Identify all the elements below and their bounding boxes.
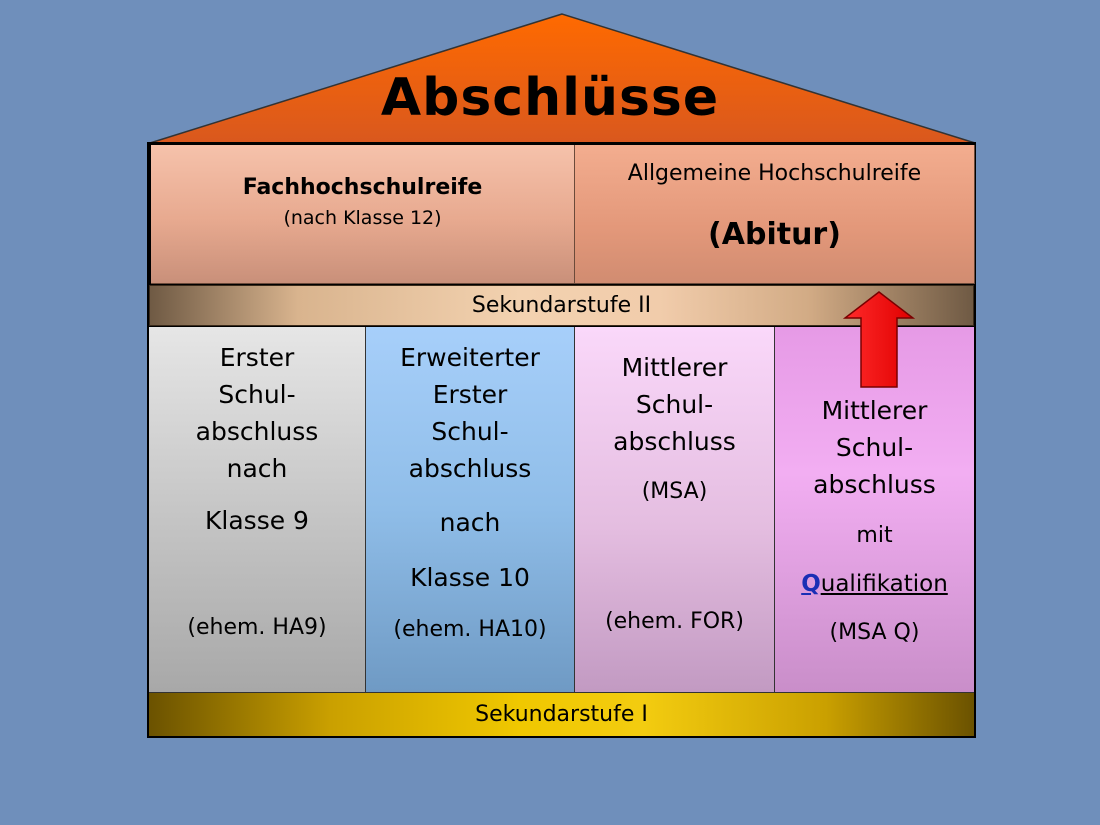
column-3-line: abschluss [613, 427, 736, 456]
column-1-klasse: Klasse 9 [205, 506, 309, 535]
page-title: Abschlüsse [380, 68, 720, 128]
column-4-abbr: (MSA Q) [829, 620, 920, 645]
column-3-former: (ehem. FOR) [605, 609, 744, 634]
column-2-line: Erster [432, 380, 508, 409]
column-3-line: Mittlerer [621, 353, 728, 382]
column-1-former: (ehem. HA9) [187, 615, 327, 640]
qualifikation-q-letter: Q [801, 571, 821, 597]
column-3-abbr: (MSA) [641, 479, 708, 504]
column-2-line: abschluss [408, 454, 532, 483]
column-4-line: Mittlerer [821, 396, 928, 425]
up-arrow-icon [843, 291, 915, 388]
column-1-line: abschluss [195, 417, 319, 446]
column-4-line: abschluss [813, 470, 936, 499]
hochschulreife-cell: Allgemeine Hochschulreife (Abitur) [575, 145, 975, 284]
qualifikation-rest: ualifikation [820, 571, 948, 597]
abitur-label: (Abitur) [708, 217, 841, 252]
column-2-line: Erweiterter [400, 343, 540, 372]
column-4-qualifikation: Qualifikation [775, 571, 974, 597]
column-1-line: nach [226, 454, 288, 483]
column-erweiterter-erster-schulabschluss: Erweiterter Erster Schul- abschluss nach… [366, 327, 575, 692]
column-mittlerer-schulabschluss-qualifikation: Mittlerer Schul- abschluss mit Qualifika… [775, 327, 974, 692]
column-mittlerer-schulabschluss: Mittlerer Schul- abschluss (MSA) (ehem. … [575, 327, 775, 692]
fachhochschulreife-title: Fachhochschulreife [242, 175, 483, 200]
column-3-line: Schul- [635, 390, 714, 419]
column-erster-schulabschluss: Erster Schul- abschluss nach Klasse 9 (e… [149, 327, 366, 692]
column-4-line: Schul- [835, 433, 914, 462]
column-1-line: Schul- [218, 380, 296, 409]
column-2-nach: nach [439, 508, 501, 537]
sekundarstufe-i-band: Sekundarstufe I [149, 692, 974, 736]
column-4-mit: mit [856, 523, 893, 548]
fachhochschulreife-cell: Fachhochschulreife (nach Klasse 12) [151, 145, 575, 284]
hochschulreife-title: Allgemeine Hochschulreife [627, 161, 922, 186]
column-2-former: (ehem. HA10) [393, 617, 547, 642]
column-2-klasse: Klasse 10 [410, 563, 530, 592]
column-2-line: Schul- [431, 417, 509, 446]
fachhochschulreife-subtitle: (nach Klasse 12) [283, 207, 442, 229]
sekundarstufe-ii-band: Sekundarstufe II [149, 285, 974, 326]
column-1-line: Erster [219, 343, 295, 372]
